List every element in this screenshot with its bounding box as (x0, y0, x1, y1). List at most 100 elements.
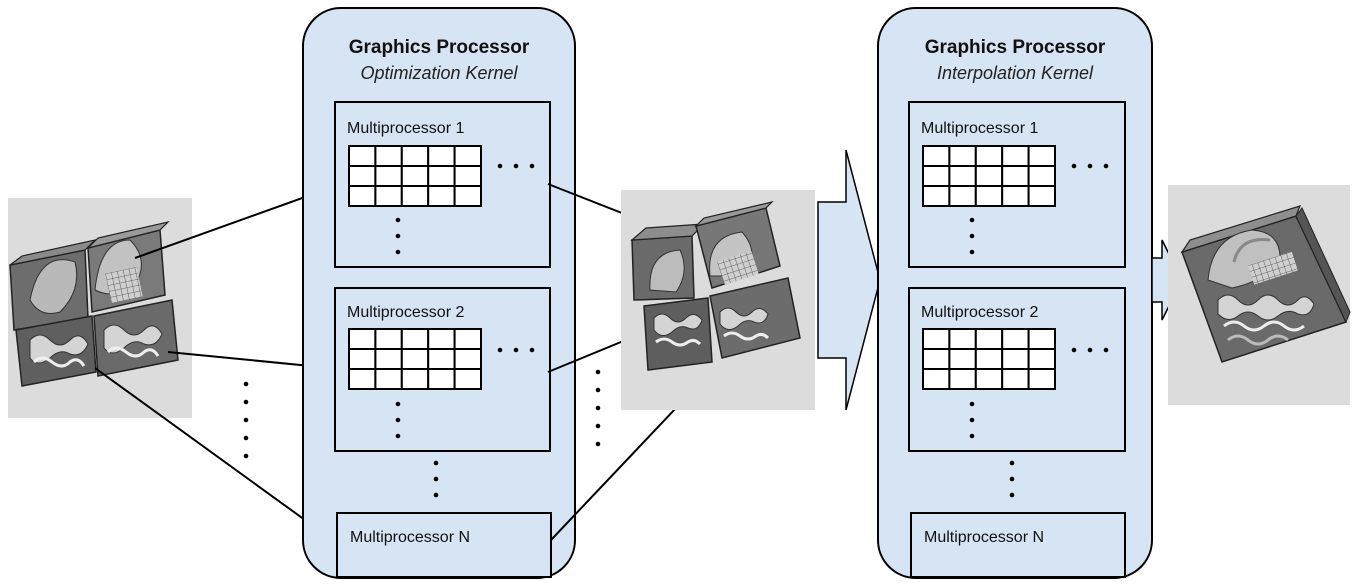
multiprocessor-2-box: Multiprocessor 2 (908, 287, 1126, 452)
thread-cell (427, 348, 456, 370)
horizontal-ellipsis (497, 163, 535, 169)
thread-cell (400, 185, 430, 207)
thread-cell (922, 145, 951, 167)
gpu-interpolation-title: Graphics Processor (925, 37, 1106, 58)
multiprocessor-n-box: Multiprocessor N (336, 512, 552, 578)
thread-cell (374, 185, 403, 207)
thread-cell (427, 328, 456, 350)
multiprocessor-2-box: Multiprocessor 2 (334, 287, 551, 452)
thread-cell (922, 328, 951, 350)
thread-cell (453, 165, 483, 187)
thread-cell (948, 185, 977, 207)
thread-cell (1027, 328, 1056, 350)
between-boxes-ellipsis (433, 460, 439, 498)
horizontal-ellipsis (1071, 347, 1109, 353)
horizontal-ellipsis (1071, 163, 1109, 169)
thread-cell (974, 368, 1004, 390)
multiprocessor-n-label: Multiprocessor N (350, 529, 470, 546)
thread-cell (400, 145, 430, 167)
thread-cell (374, 165, 403, 187)
thread-cell (1027, 145, 1056, 167)
thread-cell (374, 368, 403, 390)
multiprocessor-n-label: Multiprocessor N (924, 529, 1044, 546)
arrow-input-to-mp1 (134, 183, 335, 259)
multiprocessor-2-label: Multiprocessor 2 (921, 304, 1038, 321)
vertical-ellipsis (969, 217, 975, 255)
left-vertical-ellipsis (243, 381, 249, 459)
vertical-ellipsis (395, 217, 401, 255)
thread-cell (974, 145, 1004, 167)
thread-cell (348, 348, 377, 370)
thread-cell (374, 145, 403, 167)
thread-cell (427, 145, 456, 167)
vertical-ellipsis (969, 401, 975, 439)
gpu-interpolation-panel: Graphics Processor Interpolation Kernel … (877, 7, 1153, 579)
thread-cell (427, 185, 456, 207)
multiprocessor-1-box: Multiprocessor 1 (908, 101, 1126, 268)
volume-interpolated-output-image (1168, 185, 1351, 405)
thread-cell (427, 368, 456, 390)
multiprocessor-n-box: Multiprocessor N (910, 512, 1126, 578)
middle-vertical-ellipsis (595, 369, 601, 447)
large-block-arrow (817, 149, 881, 411)
thread-cell (400, 368, 430, 390)
thread-cell (948, 145, 977, 167)
thread-cell (400, 328, 430, 350)
thread-cell (348, 185, 377, 207)
thread-cell (1001, 185, 1030, 207)
thread-grid (922, 145, 1056, 207)
thread-cell (1027, 165, 1056, 187)
volume-blocks-input-image (8, 198, 192, 418)
thread-cell (453, 348, 483, 370)
thread-cell (948, 368, 977, 390)
thread-cell (1001, 328, 1030, 350)
thread-cell (348, 165, 377, 187)
thread-cell (922, 368, 951, 390)
thread-grid (348, 145, 483, 207)
thread-cell (974, 185, 1004, 207)
thread-cell (974, 165, 1004, 187)
multiprocessor-1-label: Multiprocessor 1 (347, 120, 464, 137)
multiprocessor-1-box: Multiprocessor 1 (334, 101, 551, 268)
between-boxes-ellipsis (1009, 460, 1015, 498)
thread-cell (453, 328, 483, 350)
gpu-optimization-title: Graphics Processor (349, 37, 530, 58)
thread-cell (1001, 348, 1030, 370)
thread-cell (348, 328, 377, 350)
thread-cell (1001, 165, 1030, 187)
thread-cell (974, 348, 1004, 370)
thread-cell (453, 145, 483, 167)
thread-cell (1001, 145, 1030, 167)
thread-cell (400, 348, 430, 370)
thread-cell (1027, 368, 1056, 390)
thread-cell (922, 165, 951, 187)
gpu-optimization-panel: Graphics Processor Optimization Kernel M… (302, 7, 576, 579)
thread-cell (1001, 368, 1030, 390)
thread-cell (427, 165, 456, 187)
thread-cell (348, 145, 377, 167)
thread-grid (922, 328, 1056, 390)
gpu-interpolation-subtitle: Interpolation Kernel (937, 63, 1094, 83)
multiprocessor-2-label: Multiprocessor 2 (347, 304, 464, 321)
thread-cell (453, 368, 483, 390)
volume-blocks-deformed-image (621, 190, 815, 410)
gpu-optimization-subtitle: Optimization Kernel (360, 63, 518, 83)
thread-cell (453, 185, 483, 207)
thread-cell (400, 165, 430, 187)
thread-cell (1027, 185, 1056, 207)
thread-cell (948, 328, 977, 350)
thread-cell (374, 348, 403, 370)
thread-cell (348, 368, 377, 390)
thread-cell (922, 185, 951, 207)
horizontal-ellipsis (497, 347, 535, 353)
thread-cell (948, 348, 977, 370)
thread-cell (974, 328, 1004, 350)
thread-cell (374, 328, 403, 350)
multiprocessor-1-label: Multiprocessor 1 (921, 120, 1038, 137)
thread-cell (1027, 348, 1056, 370)
arrow-input-to-mpn (94, 367, 336, 543)
thread-cell (948, 165, 977, 187)
thread-grid (348, 328, 483, 390)
thread-cell (922, 348, 951, 370)
